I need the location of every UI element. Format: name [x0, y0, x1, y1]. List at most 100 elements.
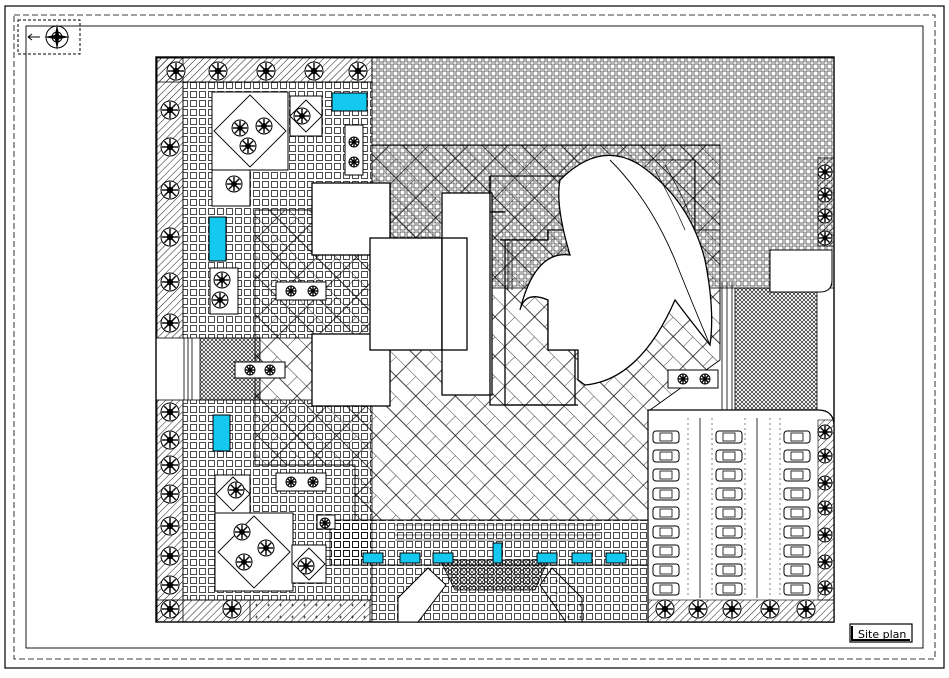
tree-plan-symbol-icon: [722, 599, 742, 619]
parked-car-icon: [715, 563, 743, 577]
entrance-ramp-paving: [439, 559, 549, 591]
parked-car-icon: [715, 525, 743, 539]
building-notch: [490, 211, 505, 241]
parked-car-icon: [715, 468, 743, 482]
planter-bench-2: [234, 361, 286, 379]
tree-plan-symbol-icon: [817, 475, 833, 491]
water-feature-icon: [536, 552, 558, 564]
parked-car-icon: [783, 582, 811, 596]
parked-car-icon: [715, 487, 743, 501]
tree-plan-symbol-icon: [160, 313, 180, 333]
tree-plan-symbol-icon: [297, 557, 315, 575]
tree-plan-symbol-icon: [160, 100, 180, 120]
tree-plan-symbol-icon: [244, 364, 256, 376]
main-building: [311, 154, 721, 407]
tree-plan-symbol-icon: [166, 61, 186, 81]
tree-plan-symbol-icon: [285, 476, 297, 488]
entrance-steps: [395, 519, 600, 541]
planter-south-west: [214, 512, 294, 592]
parked-car-icon: [783, 430, 811, 444]
parked-car-icon: [715, 449, 743, 463]
tree-plan-symbol-icon: [160, 599, 180, 619]
tree-plan-symbol-icon: [348, 61, 368, 81]
tree-plan-symbol-icon: [235, 553, 253, 571]
tree-plan-symbol-icon: [160, 430, 180, 450]
parked-car-icon: [715, 506, 743, 520]
parked-car-icon: [715, 430, 743, 444]
tree-plan-symbol-icon: [817, 580, 833, 596]
tree-plan-symbol-icon: [257, 539, 275, 557]
building-block-west: [369, 237, 443, 351]
parking-bays: [652, 418, 811, 598]
tree-plan-symbol-icon: [796, 599, 816, 619]
south-planting-bed: [249, 599, 371, 623]
building-core-inner: [441, 237, 468, 351]
entrance-planter-right: [539, 567, 583, 623]
tree-plan-symbol-icon: [817, 208, 833, 224]
tree-plan-symbol-icon: [817, 424, 833, 440]
parked-car-icon: [652, 487, 680, 501]
tree-plan-symbol-icon: [211, 291, 229, 309]
tree-plan-symbol-icon: [817, 554, 833, 570]
parked-car-icon: [783, 468, 811, 482]
tree-plan-symbol-icon: [307, 476, 319, 488]
building-wing-north-west: [311, 182, 391, 256]
tree-plan-symbol-icon: [231, 119, 249, 137]
water-feature-icon: [362, 552, 384, 564]
tree-plan-symbol-icon: [233, 523, 251, 541]
parked-car-icon: [652, 563, 680, 577]
tree-plan-symbol-icon: [160, 484, 180, 504]
tree-plan-symbol-icon: [264, 364, 276, 376]
water-feature-icon: [208, 216, 227, 262]
parked-car-icon: [783, 487, 811, 501]
water-feature-icon: [331, 92, 368, 112]
title-block-label: Site plan: [858, 628, 906, 641]
tree-plan-symbol-icon: [160, 455, 180, 475]
east-kiosk: [769, 249, 833, 293]
water-feature-icon: [492, 542, 503, 564]
tree-plan-symbol-icon: [160, 516, 180, 536]
parked-car-icon: [783, 544, 811, 558]
parked-car-icon: [715, 582, 743, 596]
tree-plan-symbol-icon: [293, 107, 311, 125]
tree-plan-symbol-icon: [255, 117, 273, 135]
tree-plan-symbol-icon: [817, 164, 833, 180]
tree-plan-symbol-icon: [319, 517, 331, 529]
tree-plan-symbol-icon: [817, 527, 833, 543]
parked-car-icon: [652, 525, 680, 539]
parked-car-icon: [783, 525, 811, 539]
tree-plan-symbol-icon: [688, 599, 708, 619]
tree-plan-symbol-icon: [677, 373, 689, 385]
tree-plan-symbol-icon: [817, 187, 833, 203]
building-outline-east: [489, 176, 578, 406]
parked-car-icon: [783, 563, 811, 577]
building-curved-roof: [519, 154, 713, 386]
roof-ribs: [654, 164, 691, 231]
water-feature-icon: [399, 552, 421, 564]
tree-plan-symbol-icon: [348, 136, 360, 148]
tree-plan-symbol-icon: [239, 137, 257, 155]
tree-plan-symbol-icon: [304, 61, 324, 81]
tree-plan-symbol-icon: [348, 156, 360, 168]
roof-ridge-line: [609, 159, 711, 346]
tree-plan-symbol-icon: [160, 137, 180, 157]
diamond-planter-outline: [217, 515, 291, 589]
tree-plan-symbol-icon: [160, 575, 180, 595]
tree-plan-symbol-icon: [655, 599, 675, 619]
north-arrow: [17, 19, 81, 55]
tree-plan-symbol-icon: [699, 373, 711, 385]
parked-car-icon: [652, 506, 680, 520]
dashed-border: [13, 14, 936, 660]
parked-car-icon: [652, 544, 680, 558]
tree-plan-symbol-icon: [285, 285, 297, 297]
parked-car-icon: [715, 544, 743, 558]
parked-car-icon: [652, 582, 680, 596]
water-feature-icon: [571, 552, 593, 564]
inner-border: [25, 25, 924, 649]
roof-overhang: [640, 159, 721, 345]
west-gate: [183, 338, 193, 400]
tree-plan-symbol-icon: [227, 481, 245, 499]
tree-plan-symbol-icon: [760, 599, 780, 619]
parked-car-icon: [652, 430, 680, 444]
